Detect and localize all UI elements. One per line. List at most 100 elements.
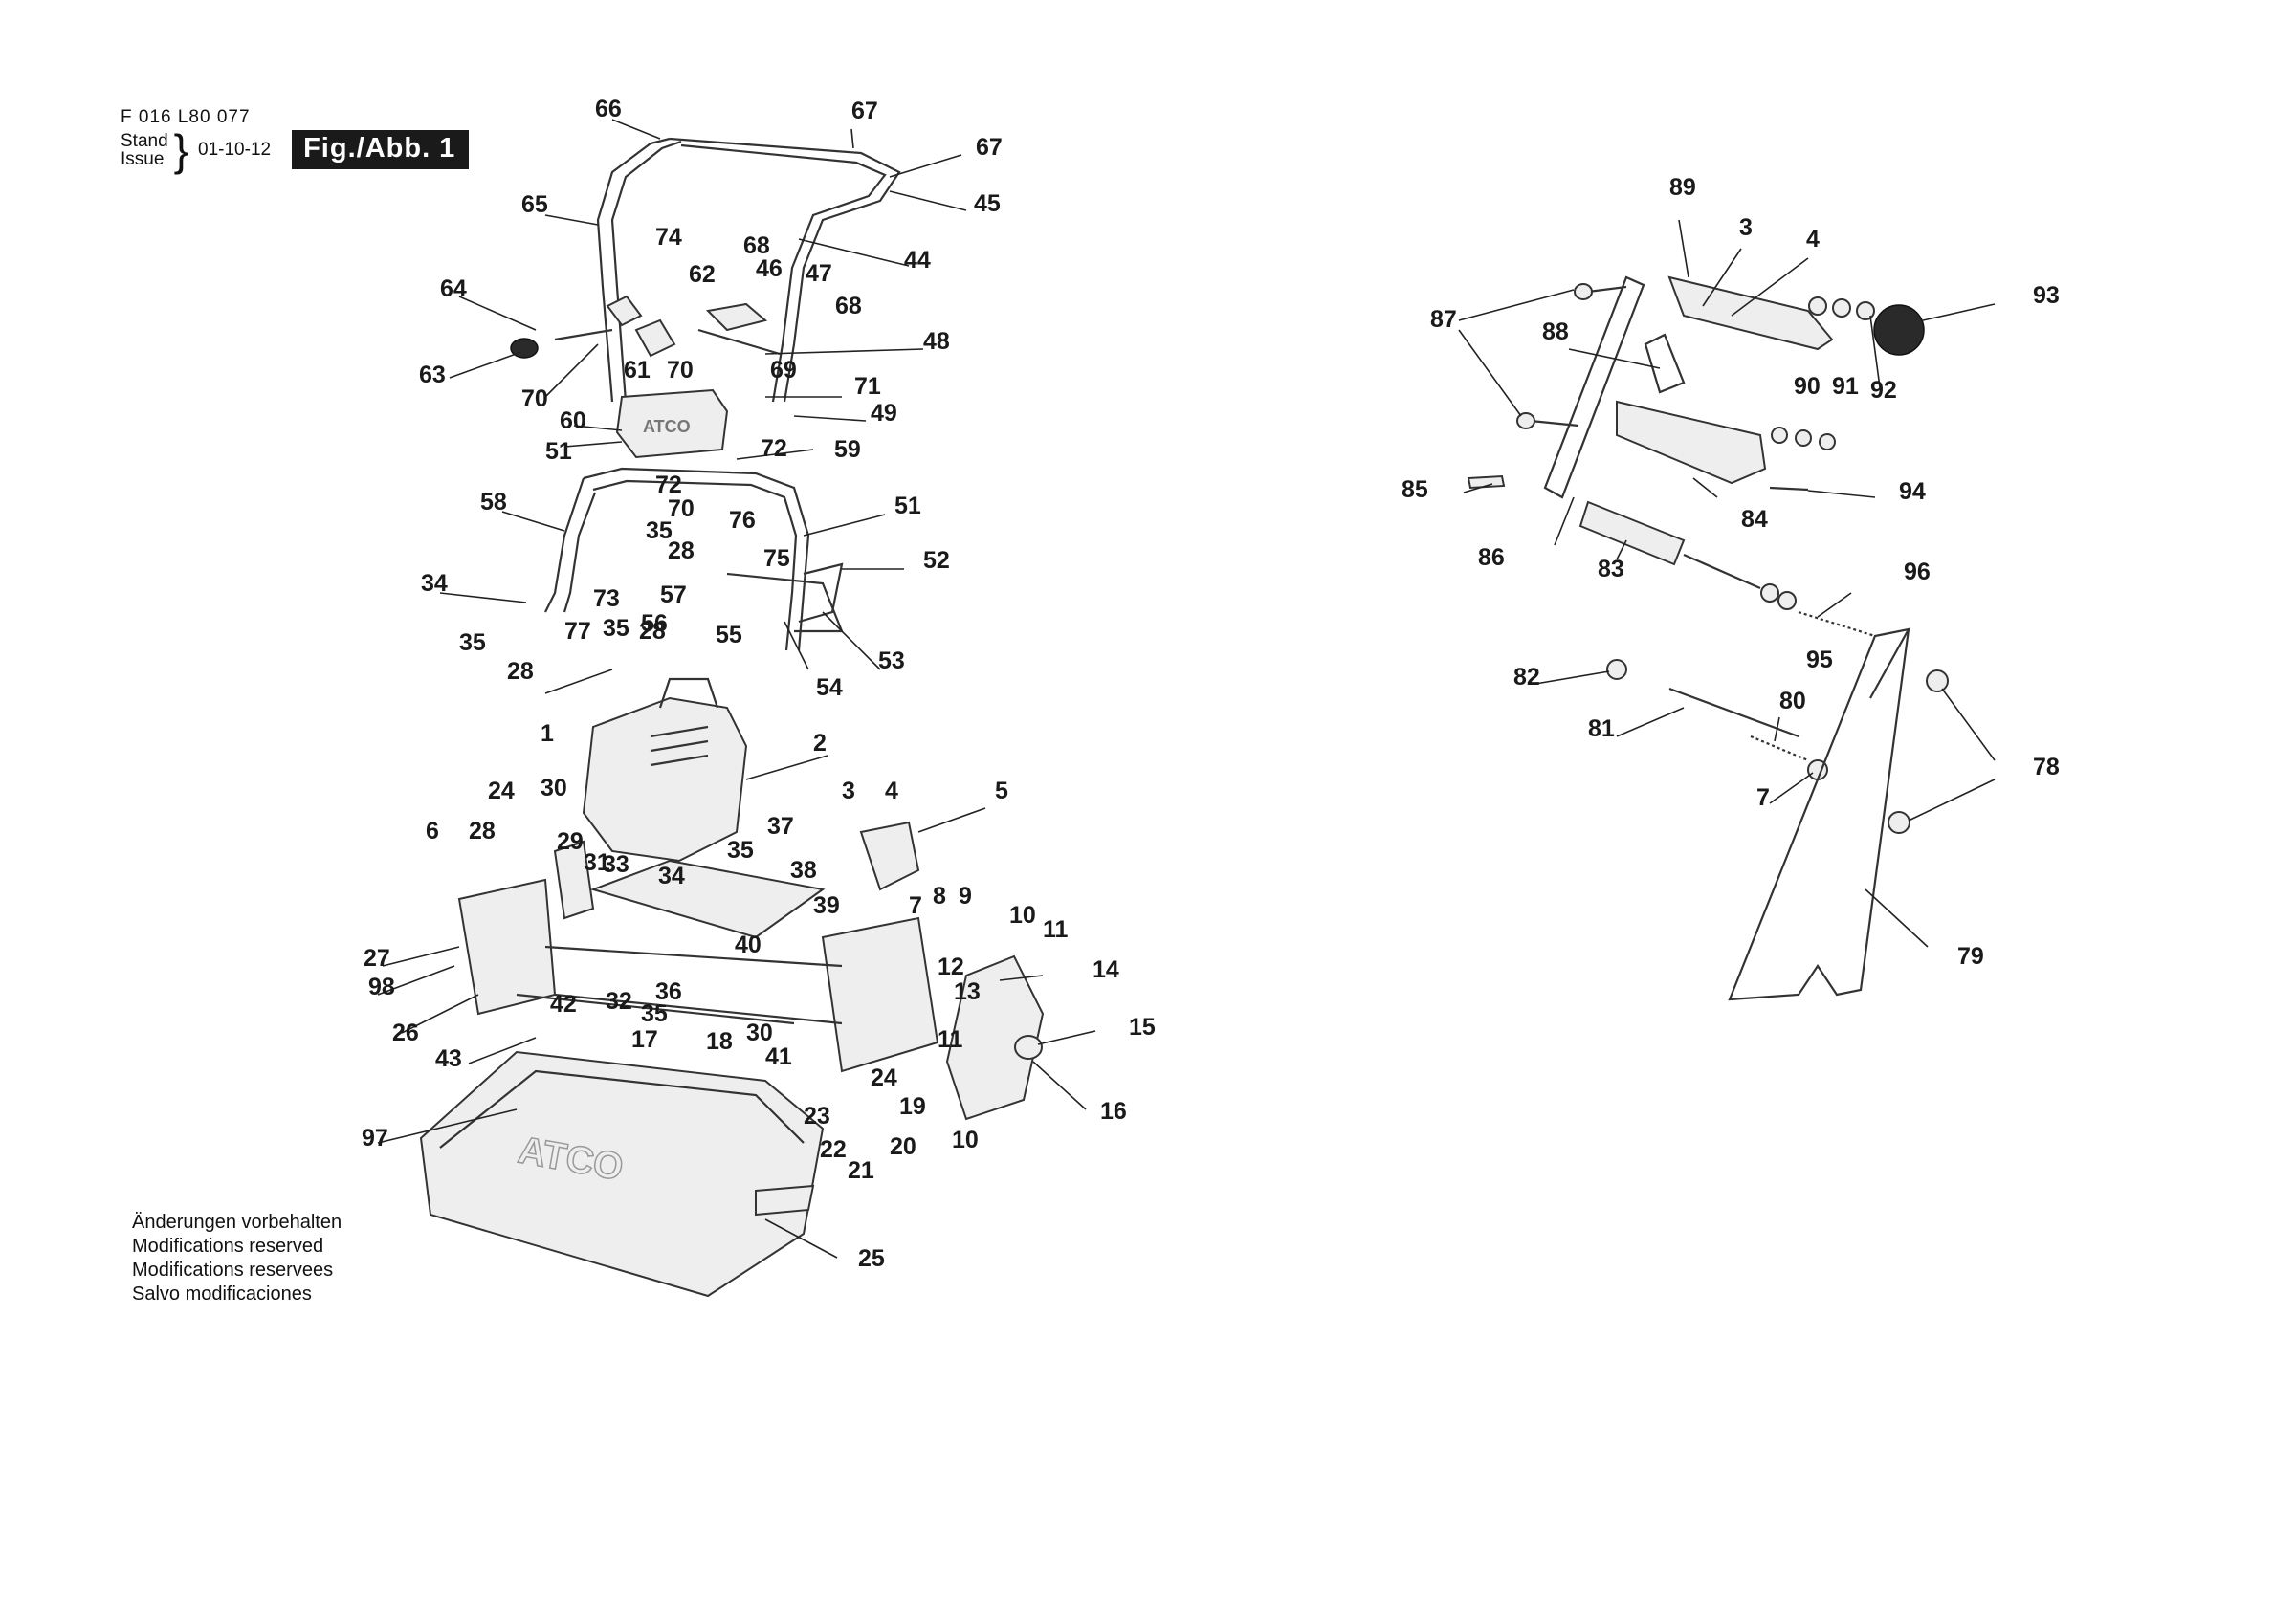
lower-handle-58-inner — [563, 492, 597, 613]
right-callout-91: 91 — [1832, 373, 1859, 400]
left-callout-54: 54 — [816, 674, 843, 701]
spacer-88 — [1644, 333, 1686, 394]
nut-78a — [1926, 669, 1949, 692]
bearing-15 — [1014, 1035, 1043, 1060]
left-callout-7: 7 — [909, 892, 922, 919]
left-callout-10: 10 — [952, 1127, 979, 1153]
left-callout-35: 35 — [646, 517, 673, 544]
cross-bars — [544, 945, 843, 1025]
engine-top — [658, 677, 719, 709]
right-callout-80: 80 — [1779, 688, 1806, 714]
lower-handle-51 — [583, 467, 810, 651]
rod-43 — [516, 993, 795, 1025]
modification-notes: Änderungen vorbehalten Modifications res… — [132, 1211, 342, 1306]
arm-86 — [1543, 275, 1645, 499]
left-callout-21: 21 — [848, 1157, 874, 1184]
stand-label: Stand — [121, 130, 168, 151]
lower-handle-inner — [592, 479, 798, 651]
left-callout-30: 30 — [746, 1020, 773, 1046]
engine-2 — [582, 696, 748, 863]
washer-90 — [1808, 296, 1827, 316]
left-callout-1: 1 — [541, 720, 554, 747]
left-callout-36: 36 — [655, 978, 682, 1005]
side-cover-14 — [945, 954, 1045, 1121]
left-callout-3: 3 — [842, 778, 855, 804]
left-callout-45: 45 — [974, 190, 1001, 217]
left-callout-4: 4 — [885, 778, 898, 804]
left-callout-30: 30 — [541, 775, 567, 801]
revision-row: Stand Issue } 01-10-12 Fig./Abb. 1 — [121, 128, 470, 172]
left-callout-35: 35 — [727, 837, 754, 864]
left-callout-72: 72 — [655, 472, 682, 498]
spring-80 — [1750, 735, 1809, 762]
bracket-53 — [726, 572, 844, 633]
left-callout-24: 24 — [871, 1064, 897, 1091]
bolt-87-top — [1587, 285, 1627, 294]
handle-top-bar — [669, 137, 901, 403]
left-callout-61: 61 — [624, 357, 651, 384]
handle-left-bar — [596, 137, 671, 403]
nut-82 — [1606, 659, 1627, 680]
bolt-87-bottom — [1530, 419, 1579, 428]
side-plate-26 — [457, 878, 557, 1016]
left-callout-8: 8 — [933, 883, 946, 910]
damper-rod — [1683, 553, 1761, 590]
right-callout-78: 78 — [2033, 754, 2060, 780]
left-callout-44: 44 — [904, 247, 931, 274]
washer-91b — [1795, 429, 1812, 447]
right-callout-96: 96 — [1904, 559, 1931, 585]
left-callout-37: 37 — [767, 813, 794, 840]
left-callout-98: 98 — [368, 974, 395, 1000]
left-callout-68: 68 — [743, 232, 770, 259]
issue-label: Issue — [121, 148, 165, 169]
left-callout-97: 97 — [362, 1125, 388, 1151]
pin-85 — [1467, 474, 1506, 490]
left-callout-13: 13 — [954, 978, 981, 1005]
left-callout-32: 32 — [606, 988, 632, 1015]
left-callout-71: 71 — [854, 373, 881, 400]
figure-label: Fig./Abb. 1 — [292, 130, 470, 169]
left-callout-28: 28 — [639, 618, 666, 645]
note-de: Änderungen vorbehalten — [132, 1212, 342, 1233]
left-callout-11: 11 — [1043, 916, 1069, 943]
left-callout-51: 51 — [894, 493, 921, 519]
clip-74 — [606, 295, 643, 327]
rod-69 — [697, 328, 781, 356]
note-fr: Modifications reservees — [132, 1260, 334, 1281]
left-callout-74: 74 — [655, 224, 682, 251]
engine-fins — [650, 725, 709, 767]
nut-92 — [1856, 301, 1875, 320]
right-callout-79: 79 — [1957, 943, 1984, 970]
left-callout-46: 46 — [756, 255, 783, 282]
right-callout-3: 3 — [1739, 214, 1753, 241]
bracket-6 — [859, 821, 920, 891]
grass-box-rim — [439, 1069, 805, 1149]
left-callout-35: 35 — [641, 1000, 668, 1027]
box-brand-mark: ATCO — [643, 417, 691, 436]
handle-top-bar-inner — [680, 143, 887, 403]
bracket-84 — [1616, 400, 1767, 485]
left-callout-28: 28 — [469, 818, 496, 844]
left-callout-47: 47 — [806, 260, 832, 287]
left-callout-25: 25 — [858, 1245, 885, 1272]
right-callout-94: 94 — [1899, 478, 1926, 505]
damper-83 — [1578, 500, 1686, 566]
left-callout-70: 70 — [667, 357, 694, 384]
left-callout-9: 9 — [959, 883, 972, 910]
right-callout-92: 92 — [1870, 377, 1897, 404]
left-callout-62: 62 — [689, 261, 716, 288]
left-callout-41: 41 — [765, 1043, 792, 1070]
left-callout-77: 77 — [564, 618, 591, 645]
note-es: Salvo modificaciones — [132, 1283, 312, 1305]
left-callout-55: 55 — [716, 622, 742, 648]
left-callout-35: 35 — [459, 629, 486, 656]
left-callout-40: 40 — [735, 932, 762, 958]
document-number: F 016 L80 077 — [121, 107, 251, 127]
handle-assembly: ATCO — [510, 137, 901, 651]
revision-date: 01-10-12 — [198, 139, 272, 160]
left-callout-59: 59 — [834, 436, 861, 463]
left-callout-39: 39 — [813, 892, 840, 919]
left-callout-67: 67 — [976, 134, 1003, 161]
left-callout-70: 70 — [521, 385, 548, 412]
